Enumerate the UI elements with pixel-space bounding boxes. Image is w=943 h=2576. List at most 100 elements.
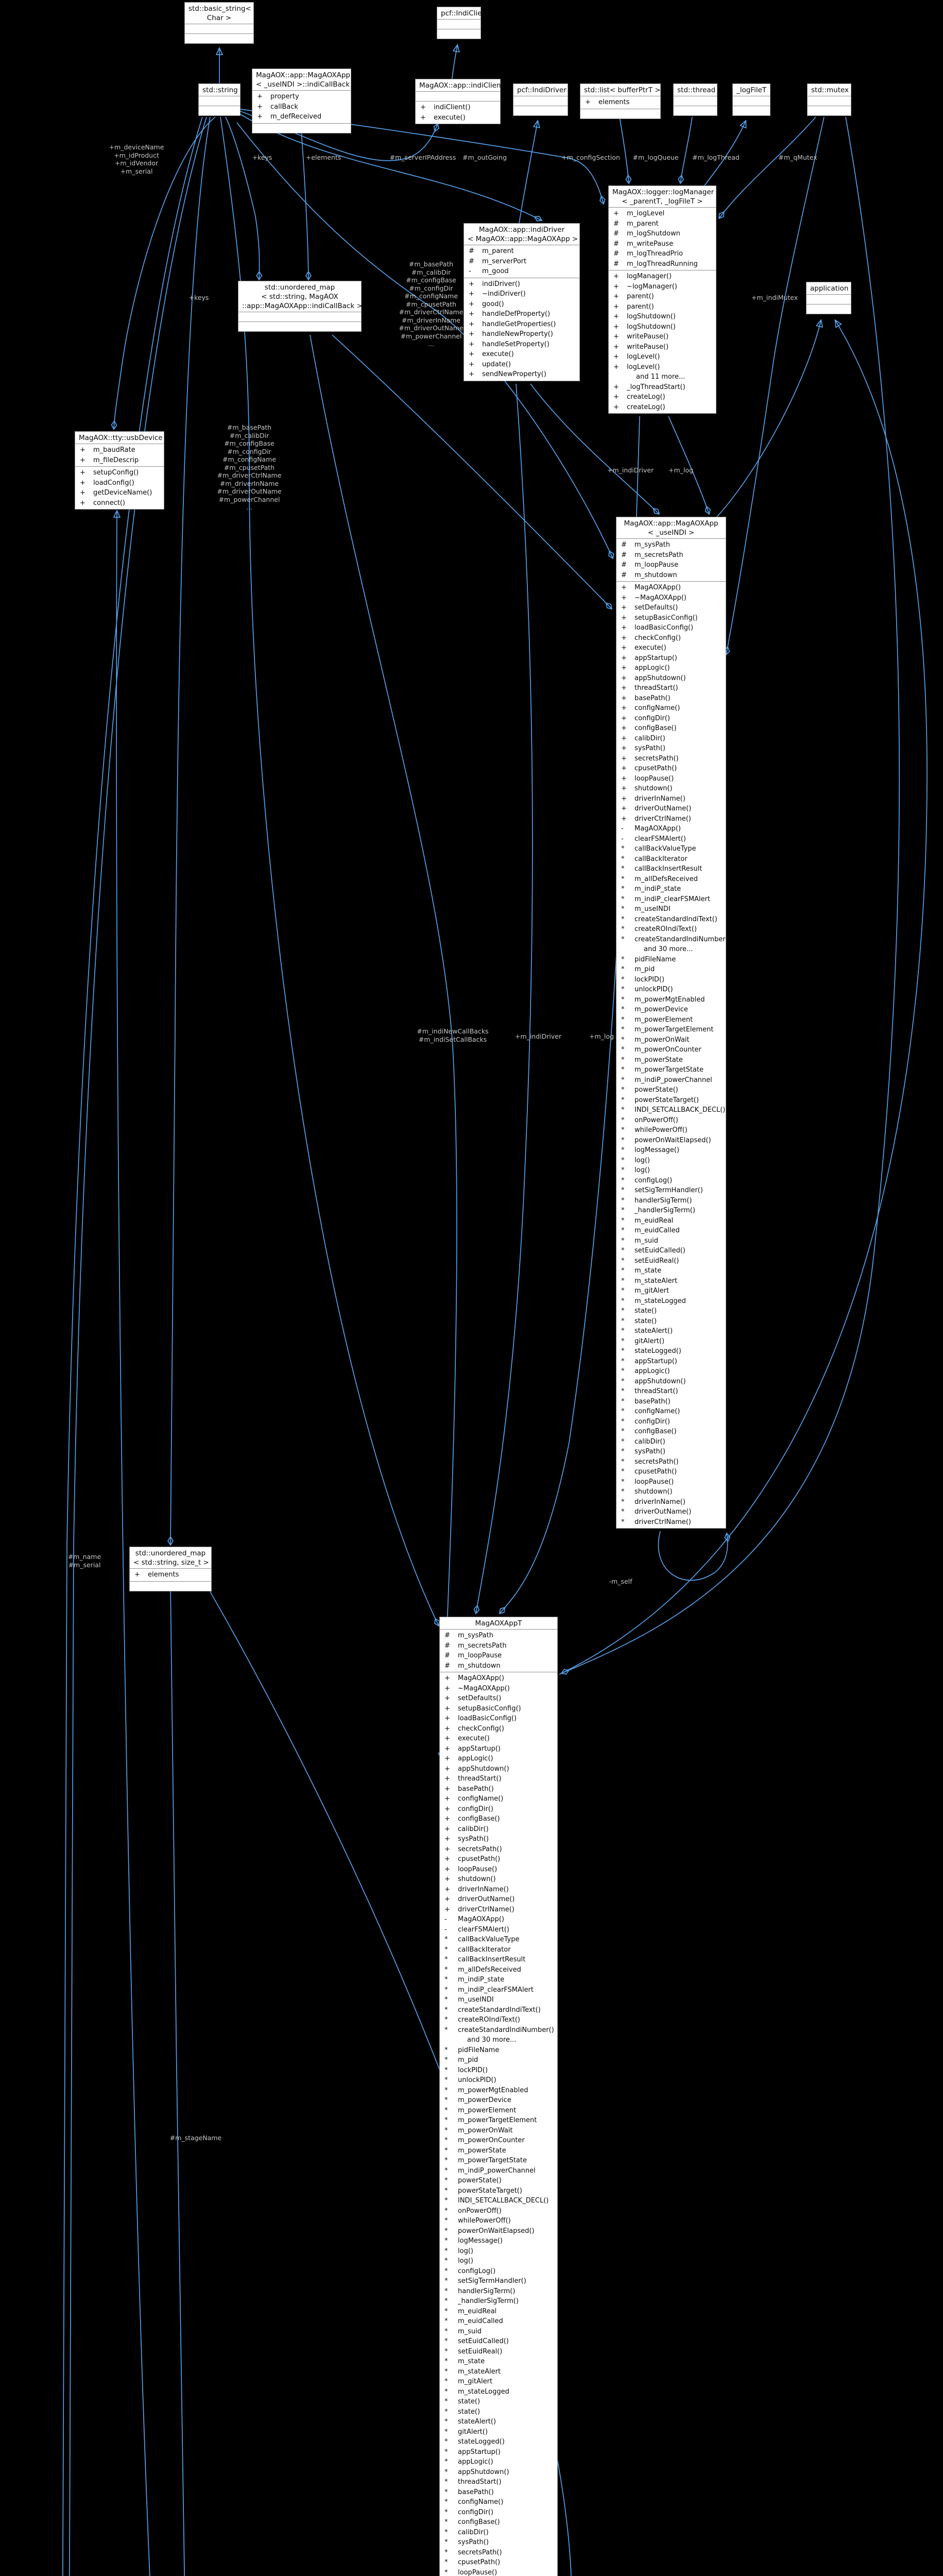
member-row: *appShutdown() bbox=[620, 1377, 723, 1387]
class-map-indicallback[interactable]: std::unordered_map< std::string, MagAOX:… bbox=[238, 281, 363, 332]
edge-label: #m_logQueue bbox=[632, 154, 679, 161]
class-pcf-indidriver[interactable]: pcf::IndiDriver bbox=[513, 83, 568, 116]
member-row: *m_indiP_powerChannel bbox=[443, 2166, 554, 2176]
member-text: # bbox=[469, 247, 474, 255]
member-text: * bbox=[444, 2478, 448, 2486]
member-row: +elements bbox=[133, 1570, 208, 1580]
class-pcf-indiclient[interactable]: pcf::IndiClient bbox=[437, 7, 489, 39]
member-text: * bbox=[444, 2257, 448, 2265]
edge-label: #m_outGoing bbox=[462, 154, 507, 161]
class-title: std::basic_string<Char > bbox=[188, 5, 251, 22]
class-methods bbox=[580, 108, 660, 118]
member-text: + bbox=[621, 805, 627, 812]
member-text: * bbox=[444, 2026, 448, 2034]
member-text: configDir() bbox=[458, 1805, 493, 1813]
member-text: clearFSMAlert() bbox=[635, 835, 686, 843]
class-std-mutex[interactable]: std::mutex bbox=[807, 83, 851, 116]
class-methods: +indiClient()+execute() bbox=[416, 101, 500, 124]
member-row: +threadStart() bbox=[443, 1774, 554, 1784]
member-text: * bbox=[444, 2166, 448, 2175]
member-text: m_allDefsReceived bbox=[458, 1965, 521, 1974]
aggregation-edge bbox=[170, 1586, 185, 2576]
class-logfilet[interactable]: _logFileT bbox=[732, 83, 770, 116]
member-text: m_parent bbox=[627, 219, 659, 228]
class-map-sizet[interactable]: std::unordered_map< std::string, size_t … bbox=[129, 1547, 212, 1591]
member-text: m_powerTargetElement bbox=[635, 1026, 714, 1033]
class-indicallback[interactable]: MagAOX::app::MagAOXApp< _useINDI >::indi… bbox=[252, 69, 351, 133]
class-magaoxapp-useindi[interactable]: MagAOX::app::MagAOXApp< _useINDI > #m_sy… bbox=[616, 517, 731, 1529]
edge-label: +m_indiDriver bbox=[607, 466, 654, 474]
member-text: threadStart() bbox=[635, 1387, 678, 1395]
member-text: + bbox=[621, 724, 627, 732]
member-text: * bbox=[444, 2237, 448, 2245]
member-text: # bbox=[621, 541, 627, 549]
member-text: + bbox=[444, 1805, 450, 1813]
member-text: + bbox=[621, 674, 627, 682]
member-row: *m_gitAlert bbox=[620, 1286, 723, 1296]
class-logmanager[interactable]: MagAOX::logger::logManager< _parentT, _l… bbox=[608, 185, 716, 414]
member-text: * bbox=[444, 2468, 448, 2476]
member-row: +calibDir() bbox=[443, 1824, 554, 1835]
member-text: configName() bbox=[635, 704, 680, 712]
member-text: + bbox=[444, 1765, 450, 1773]
class-methods bbox=[437, 29, 481, 39]
member-row: *state() bbox=[443, 2397, 554, 2407]
member-row: +driverCtrlName() bbox=[443, 1905, 554, 1915]
class-basic-string[interactable]: std::basic_string<Char > bbox=[184, 2, 254, 44]
member-text: writePause() bbox=[627, 343, 669, 351]
member-row: +logShutdown() bbox=[612, 312, 713, 322]
class-methods bbox=[733, 106, 770, 115]
member-text: setDefaults() bbox=[635, 604, 678, 612]
member-text: setSigTermHandler() bbox=[458, 2277, 526, 2285]
aggregation-edge bbox=[225, 116, 260, 280]
member-row: *whilePowerOff() bbox=[620, 1125, 723, 1136]
member-row: *onPowerOff() bbox=[443, 2206, 554, 2216]
member-row: +createLog() bbox=[612, 392, 713, 402]
class-tty-usbdevice[interactable]: MagAOX::tty::usbDevice +m_baudRate+m_fil… bbox=[75, 431, 164, 510]
member-text: m_logShutdown bbox=[627, 230, 680, 238]
member-row: +appLogic() bbox=[443, 1754, 554, 1764]
member-text: logMessage() bbox=[635, 1146, 679, 1154]
class-std-list[interactable]: std::list< bufferPtrT > +elements bbox=[580, 83, 661, 119]
member-text: + bbox=[613, 383, 619, 391]
member-text: configBase() bbox=[458, 1815, 500, 1823]
member-text: _handlerSigTerm() bbox=[458, 2297, 519, 2305]
member-row: *setEuidReal() bbox=[620, 1256, 723, 1266]
member-row: *m_powerMgtEnabled bbox=[443, 2086, 554, 2096]
class-std-string[interactable]: std::string bbox=[198, 83, 241, 116]
member-text: INDI_SETCALLBACK_DECL() bbox=[458, 2197, 549, 2205]
member-text: + bbox=[613, 313, 619, 320]
class-std-thread[interactable]: std::thread bbox=[673, 83, 717, 116]
class-magaoxappt[interactable]: MagAOXAppT #m_sysPath#m_secretsPath#m_lo… bbox=[439, 1617, 558, 2576]
member-row: *setEuidReal() bbox=[443, 2347, 554, 2357]
member-text: * bbox=[444, 2488, 448, 2496]
class-methods bbox=[130, 1581, 211, 1591]
class-app-indiclient[interactable]: MagAOX::app::indiClient +indiClient()+ex… bbox=[415, 79, 504, 124]
member-text: * bbox=[444, 2398, 448, 2405]
class-application[interactable]: application bbox=[806, 282, 851, 314]
member-text: driverInName() bbox=[635, 1498, 685, 1506]
member-text: update() bbox=[482, 360, 511, 368]
member-text: m_good bbox=[482, 267, 509, 275]
member-text: stateAlert() bbox=[635, 1327, 673, 1335]
member-row: +parent() bbox=[612, 292, 713, 302]
edge-label: #m_serverIPAddress bbox=[389, 154, 456, 161]
member-text: + bbox=[621, 744, 627, 752]
class-methods: +logManager()+~logManager()+parent()+par… bbox=[609, 270, 716, 413]
member-row: +logShutdown() bbox=[612, 322, 713, 332]
class-title: pcf::IndiDriver bbox=[517, 86, 567, 94]
member-text: m_powerOnWait bbox=[458, 2126, 513, 2134]
member-text: * bbox=[621, 1156, 625, 1164]
member-text: * bbox=[621, 1216, 625, 1225]
member-row: +appShutdown() bbox=[620, 673, 723, 684]
class-indidriver-t[interactable]: MagAOX::app::indiDriver< MagAOX::app::Ma… bbox=[464, 223, 580, 381]
member-text: ~MagAOXApp() bbox=[458, 1684, 510, 1692]
member-text: m_powerMgtEnabled bbox=[458, 2086, 528, 2094]
member-text: m_powerDevice bbox=[458, 2096, 511, 2104]
member-row: #m_loopPause bbox=[443, 1651, 554, 1661]
member-text: * bbox=[621, 1307, 625, 1315]
member-text: logLevel() bbox=[627, 353, 660, 361]
member-text: * bbox=[444, 2157, 448, 2164]
member-text: * bbox=[444, 2418, 448, 2426]
member-text: createROIndiText() bbox=[635, 925, 697, 933]
